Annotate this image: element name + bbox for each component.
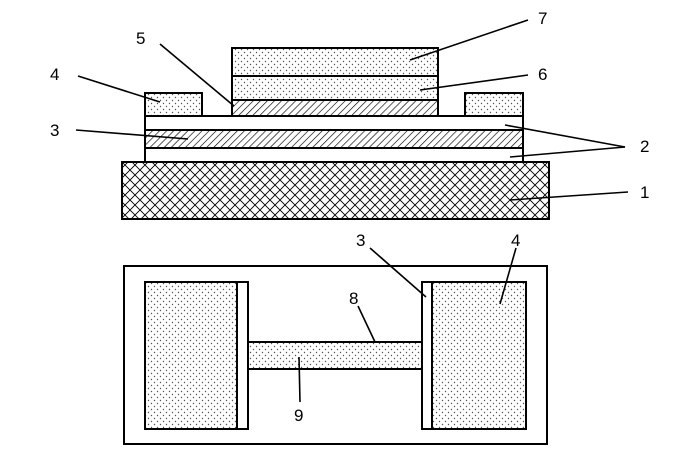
leader-line-4 [77,75,161,103]
label-top-8: 8 [349,289,358,308]
middle-dotted-layer [231,75,439,101]
label-7: 7 [538,9,547,28]
top-view: 3 4 8 9 [123,231,548,445]
left-electrode [144,92,203,117]
top-bridge [247,341,423,370]
leader-line-top-8 [357,305,376,343]
channel-layer [144,129,524,149]
substrate-layer [121,161,550,220]
leader-line-top-9 [298,356,301,403]
label-1: 1 [640,183,649,202]
label-3: 3 [50,121,59,140]
lower-dielectric-layer [144,147,524,163]
label-5: 5 [136,29,145,48]
right-electrode [464,92,524,117]
label-top-4: 4 [511,231,520,250]
interface-layer [231,99,439,117]
top-dotted-layer [231,47,439,77]
label-2: 2 [640,137,649,156]
label-top-9: 9 [294,406,303,425]
leader-line-2a [504,124,626,148]
leader-line-top-4 [499,247,517,305]
upper-dielectric-layer [144,115,524,131]
leader-line-top-3 [369,247,427,298]
leader-line-5 [159,43,235,107]
label-top-3: 3 [356,231,365,250]
top-left-electrode [144,281,238,430]
leader-line-1 [509,191,629,201]
leader-line-6 [419,74,529,91]
top-right-channel-strip [421,281,433,430]
top-right-electrode [431,281,527,430]
leader-line-2b [509,146,626,158]
cross-section-view: 7 6 5 4 3 2 1 [50,9,649,220]
leader-line-3 [75,129,189,140]
leader-line-7 [409,19,529,61]
label-6: 6 [538,65,547,84]
top-left-channel-strip [236,281,249,430]
label-4: 4 [50,65,59,84]
